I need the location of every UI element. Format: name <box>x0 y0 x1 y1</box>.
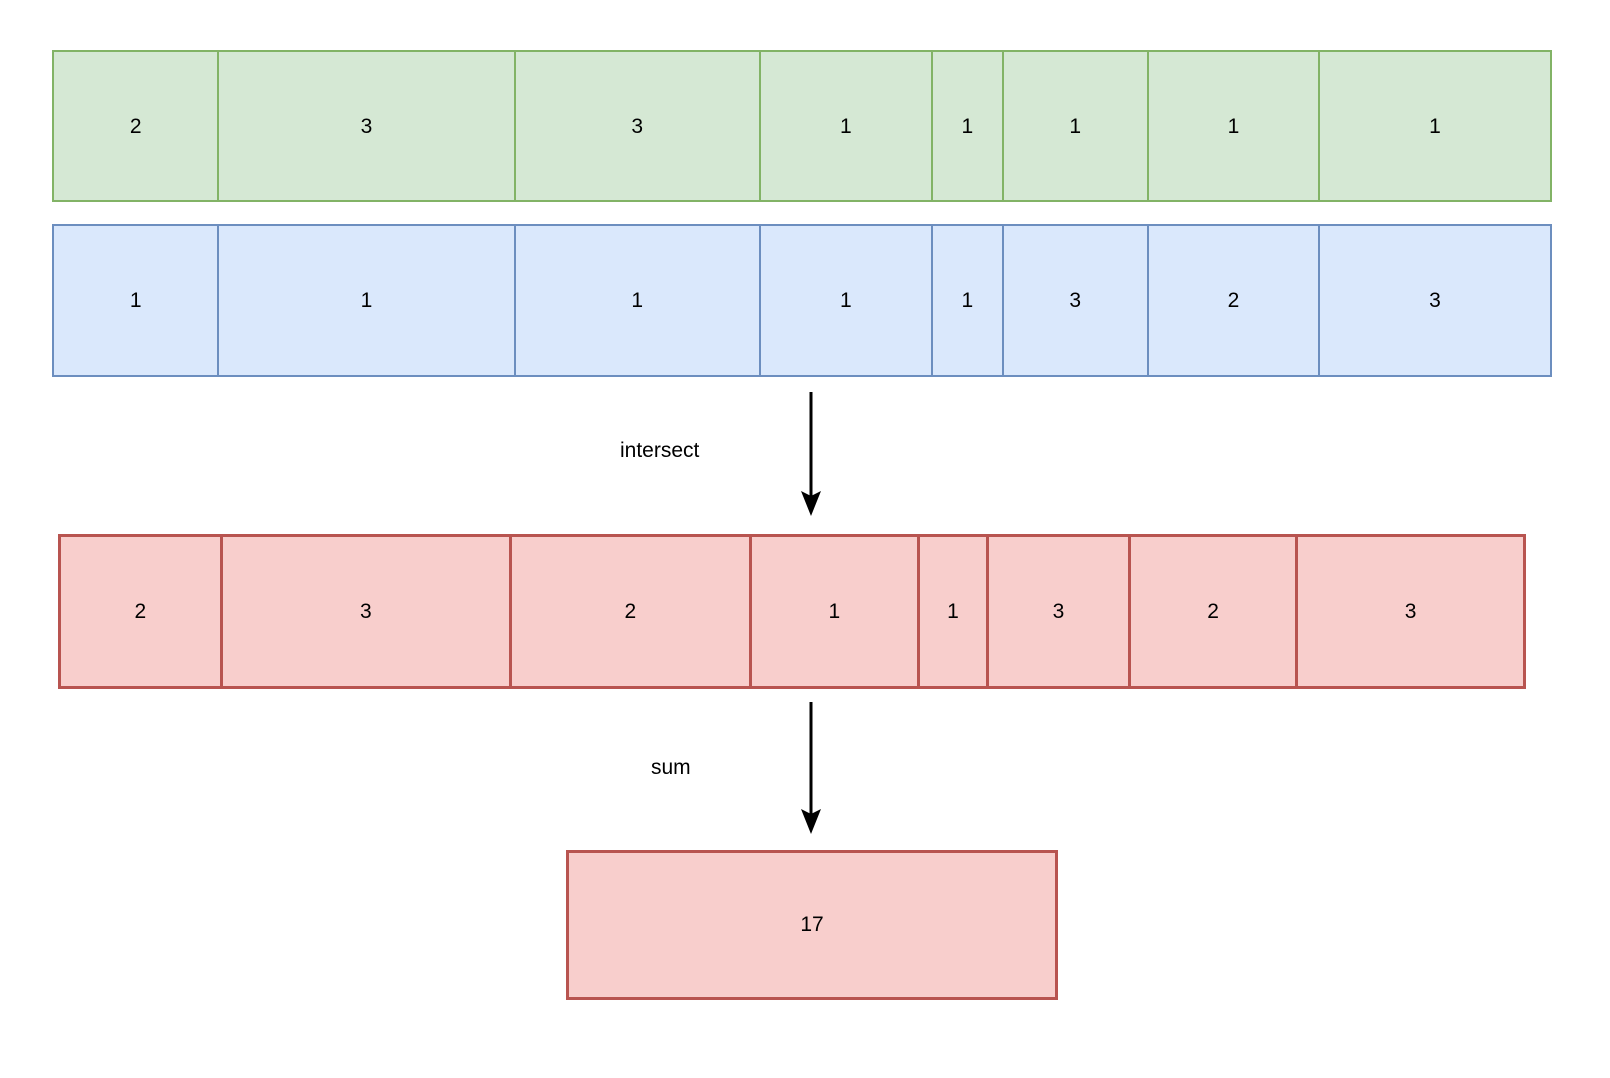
sum-edge-label: sum <box>651 756 691 779</box>
green-array-cell-7: 1 <box>1320 52 1550 200</box>
green-array-cell-6: 1 <box>1148 52 1321 200</box>
red-array-cell-4: 1 <box>920 537 989 686</box>
intersect-edge-label: intersect <box>620 439 700 462</box>
green-array-cell-2: 3 <box>515 52 761 200</box>
red-array-cell-0: 2 <box>61 537 223 686</box>
green-array-cell-0: 2 <box>54 52 220 200</box>
red-array-cell-7: 3 <box>1298 537 1523 686</box>
sum-arrow <box>797 702 825 834</box>
red-array-cell-6: 2 <box>1130 537 1299 686</box>
blue-array-cell-3: 1 <box>760 226 934 375</box>
green-array-cell-3: 1 <box>760 52 934 200</box>
green-array-cell-5: 1 <box>1003 52 1149 200</box>
green-array-cell-4: 1 <box>933 52 1004 200</box>
intersect-arrow <box>797 392 825 516</box>
blue-array-cell-0: 1 <box>54 226 220 375</box>
blue-array-cell-5: 3 <box>1003 226 1149 375</box>
red-array-cell-1: 3 <box>222 537 513 686</box>
blue-array-cell-7: 3 <box>1320 226 1550 375</box>
blue-array-cell-1: 1 <box>219 226 516 375</box>
green-array-cell-1: 3 <box>219 52 516 200</box>
blue-array-cell-6: 2 <box>1148 226 1321 375</box>
red-array-cell-3: 1 <box>751 537 921 686</box>
sum-result-box: 17 <box>566 850 1058 1000</box>
blue-array-cell-4: 1 <box>933 226 1004 375</box>
red-array-cell-2: 2 <box>512 537 752 686</box>
red-array-cell-5: 3 <box>989 537 1131 686</box>
blue-array-cell-2: 1 <box>515 226 761 375</box>
